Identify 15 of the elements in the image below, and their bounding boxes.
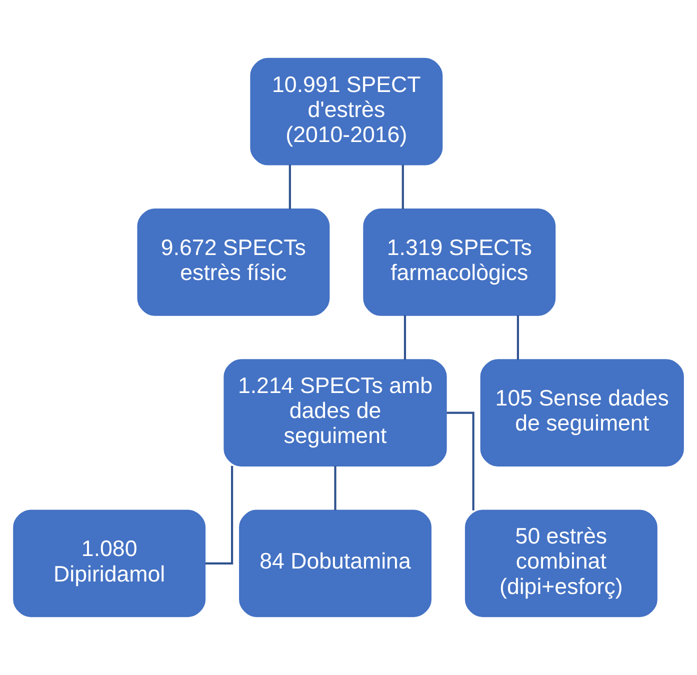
node-box: 1.080 Dipiridamol xyxy=(13,510,206,618)
connector xyxy=(288,164,291,210)
connector xyxy=(402,164,404,210)
node-box: 1.319 SPECTs farmacològics xyxy=(363,208,556,316)
node-box: 84 Dobutamina xyxy=(239,510,432,618)
node-box: 9.672 SPECTs estrès físic xyxy=(137,208,330,316)
connector xyxy=(334,466,336,510)
node-box: 105 Sense dades de seguiment xyxy=(480,359,684,466)
connector xyxy=(446,412,474,510)
connector xyxy=(404,315,406,360)
connector xyxy=(516,315,519,360)
connector xyxy=(205,466,234,564)
node-box: 1.214 SPECTs amb dades de seguiment xyxy=(224,359,447,466)
node-box: 50 estrès combinat (dipi+esforç) xyxy=(464,510,658,618)
node-box: 10.991 SPECT d'estrès (2010-2016) xyxy=(250,58,443,166)
